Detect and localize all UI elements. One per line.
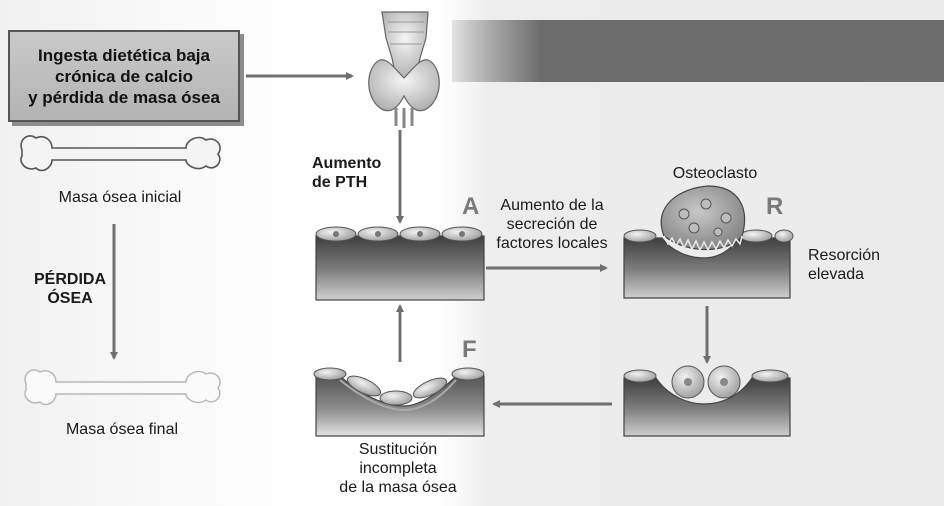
bone-tissue-block-a	[316, 227, 484, 300]
letter-a: A	[462, 193, 479, 221]
bone-tissue-block-reversal	[624, 366, 790, 436]
final-mass-label: Masa ósea final	[22, 420, 222, 439]
osteoclast-cell	[661, 186, 744, 250]
pth-label: Aumento de PTH	[312, 154, 404, 192]
bone-icon	[25, 370, 220, 405]
initial-mass-label: Masa ósea inicial	[20, 188, 220, 207]
thyroid-gland-icon	[369, 12, 440, 128]
cause-text: Ingesta dietética baja crónica de calcio…	[28, 45, 220, 108]
letter-f: F	[462, 336, 477, 364]
bone-tissue-block-f	[314, 368, 484, 436]
bone-loss-label: PÉRDIDA ÓSEA	[22, 270, 118, 308]
secretion-label: Aumento de la secreción de factores loca…	[482, 196, 622, 253]
letter-r: R	[766, 193, 783, 221]
resorption-label: Resorción elevada	[808, 246, 918, 284]
bone-icon	[21, 136, 220, 171]
replacement-label: Sustitución incompleta de la masa ósea	[318, 440, 478, 497]
cause-box: Ingesta dietética baja crónica de calcio…	[8, 30, 240, 122]
osteoclast-label: Osteoclasto	[660, 164, 770, 183]
